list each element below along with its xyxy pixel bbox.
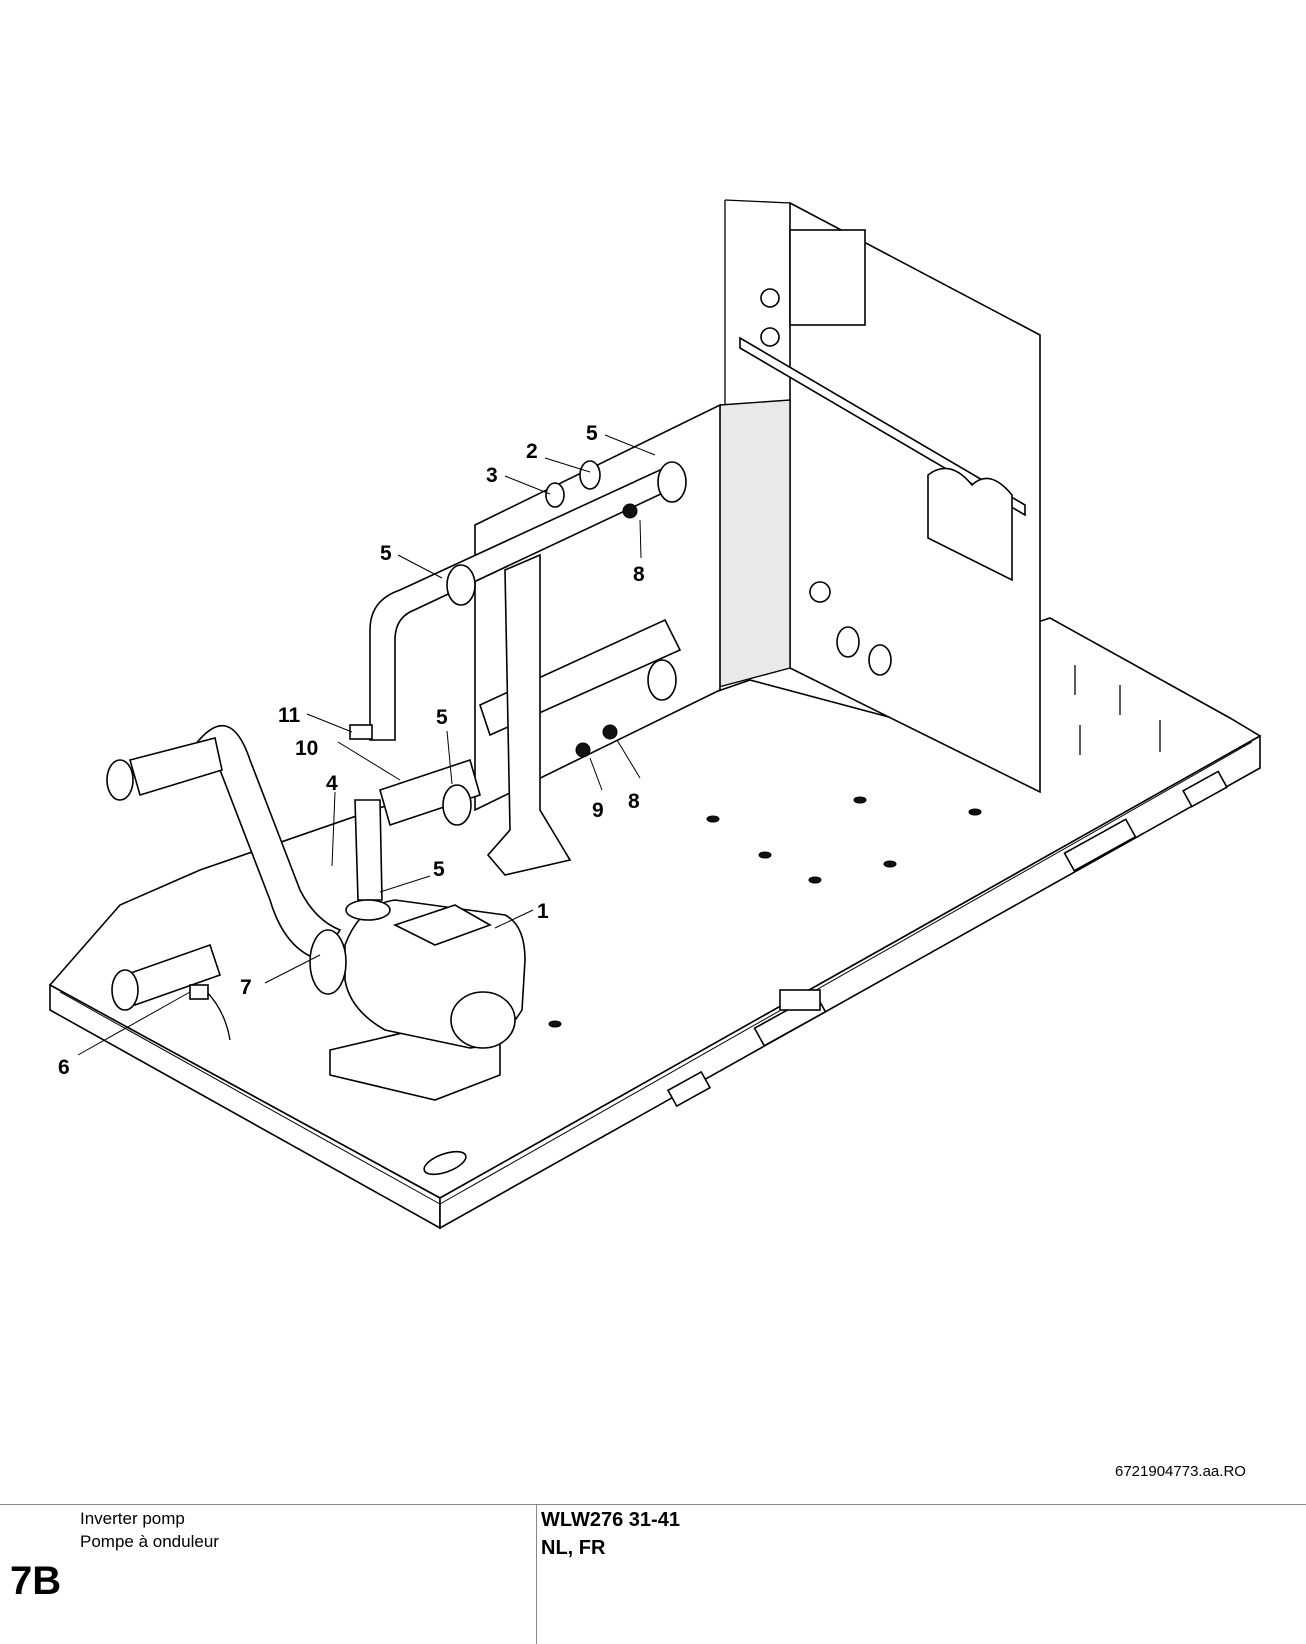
- callout-3: 3: [486, 464, 498, 487]
- callout-5b: 5: [380, 542, 392, 565]
- callout-9: 9: [592, 799, 604, 822]
- callout-4: 4: [326, 772, 338, 795]
- title-block: 7B Inverter pomp Pompe à onduleur WLW276…: [0, 1504, 1306, 1644]
- callout-8a: 8: [633, 563, 645, 586]
- support-bracket: [486, 553, 572, 876]
- fittings: [189, 460, 687, 1000]
- title-french: Pompe à onduleur: [80, 1532, 219, 1551]
- leader-lines: [77, 434, 656, 1056]
- title-dutch: Inverter pomp: [80, 1509, 185, 1528]
- section-number: 7B: [10, 1559, 62, 1603]
- title-block-divider: [536, 1505, 537, 1644]
- callout-5d: 5: [433, 858, 445, 881]
- model-number: WLW276 31-41: [541, 1509, 680, 1531]
- callout-6: 6: [58, 1056, 70, 1079]
- callout-5c: 5: [436, 706, 448, 729]
- callout-11: 11: [278, 704, 301, 727]
- exploded-view-drawing: 1 2 3 4 5 5 5 5 6 7 8 8 9 10 11: [48, 199, 1262, 1230]
- callout-10: 10: [295, 737, 318, 760]
- drawing-reference-number: 6721904773.aa.RO: [1115, 1463, 1246, 1480]
- callout-2: 2: [526, 440, 538, 463]
- back-panel: [724, 199, 1041, 794]
- language-codes: NL, FR: [541, 1537, 606, 1559]
- callout-7: 7: [240, 976, 252, 999]
- callout-5a: 5: [586, 422, 598, 445]
- callout-1: 1: [537, 900, 549, 923]
- callouts: 1 2 3 4 5 5 5 5 6 7 8 8 9 10 11: [58, 422, 645, 1079]
- inverter-pump: [309, 899, 526, 1101]
- callout-8b: 8: [628, 790, 640, 813]
